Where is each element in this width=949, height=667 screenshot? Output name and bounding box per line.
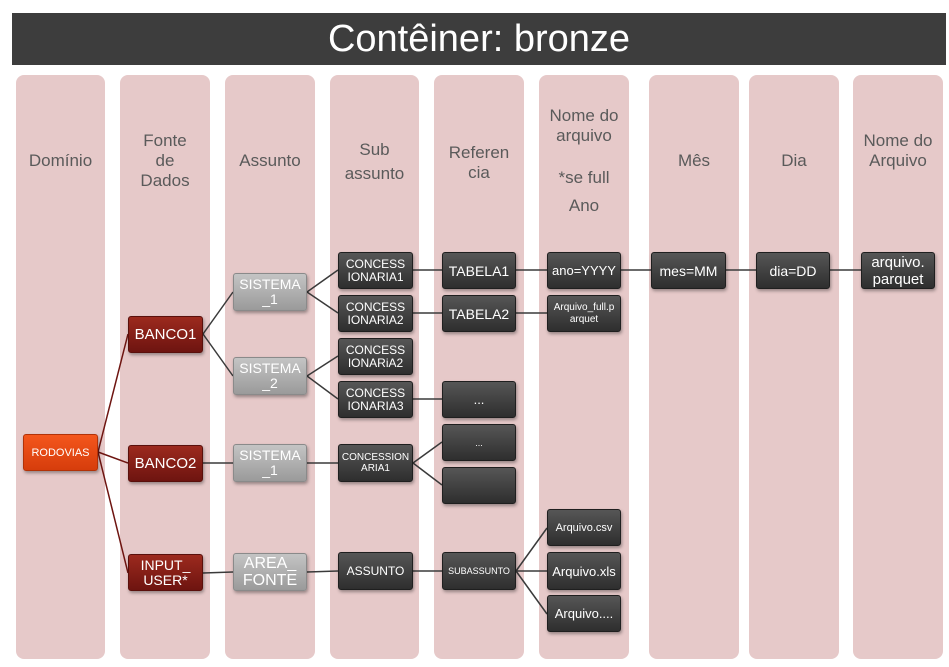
column-mes: Mês <box>649 75 739 659</box>
node-banco1: BANCO1 <box>128 316 203 353</box>
node-tabela2: TABELA2 <box>442 295 516 332</box>
connector <box>97 451 129 464</box>
connector <box>306 269 339 293</box>
node-ano: ano=YYYY <box>547 252 621 289</box>
connector <box>202 333 234 377</box>
column-dominio: Domínio <box>16 75 105 659</box>
column-header: Nome do arquivo <box>549 106 619 145</box>
connector <box>412 462 443 486</box>
node-dia: dia=DD <box>756 252 830 289</box>
node-concessionaria2: CONCESS IONARIA2 <box>338 295 413 332</box>
node-tabela1: TABELA1 <box>442 252 516 289</box>
column-header: Sub assunto <box>344 140 405 183</box>
node-subassunto: SUBASSUNTO <box>442 552 516 590</box>
column-header: Domínio <box>28 151 93 170</box>
node-concessionaria3: CONCESS IONARIA3 <box>338 381 413 418</box>
connector <box>306 291 339 314</box>
node-blank <box>442 467 516 504</box>
node-input-user: INPUT_ USER* <box>128 554 203 591</box>
node-concessionaria1-banco2: CONCESSION ARIA1 <box>338 444 413 482</box>
connector <box>306 570 339 573</box>
column-header: Nome do Arquivo <box>863 131 933 170</box>
node-concessionaria1: CONCESS IONARIA1 <box>338 252 413 289</box>
connector <box>97 451 129 574</box>
node-arquivo-ellipsis: Arquivo.... <box>547 595 621 632</box>
connector <box>412 441 443 464</box>
node-sistema-1-banco2: SISTEMA _1 <box>233 444 307 482</box>
connector <box>306 355 339 377</box>
node-arquivo-xls: Arquivo.xls <box>547 552 621 590</box>
connector <box>515 527 548 572</box>
full-note: *se full <box>558 168 610 187</box>
node-mes: mes=MM <box>651 252 726 289</box>
node-assunto: ASSUNTO <box>338 552 413 590</box>
column-dia: Dia <box>749 75 839 659</box>
column-header: Referen cia <box>448 143 510 182</box>
column-header: Dia <box>781 151 807 170</box>
node-arquivo-csv: Arquivo.csv <box>547 509 621 546</box>
column-nome-arquivo-final: Nome do Arquivo <box>853 75 943 659</box>
node-arquivo-full: Arquivo_full.p arquet <box>547 295 621 332</box>
page-title: Contêiner: bronze <box>327 17 631 60</box>
connector <box>306 375 339 400</box>
node-arquivo-parquet: arquivo. parquet <box>861 252 935 289</box>
node-banco2: BANCO2 <box>128 445 203 482</box>
column-header: Assunto <box>239 151 301 170</box>
connector <box>202 571 234 574</box>
node-ellipsis-small: ... <box>442 424 516 461</box>
column-header-extra: Ano <box>568 196 600 215</box>
node-sistema-1: SISTEMA _1 <box>233 273 307 311</box>
connector <box>202 291 234 335</box>
node-sistema-2: SISTEMA _2 <box>233 357 307 395</box>
title-bar: Contêiner: bronze <box>12 13 946 65</box>
connector <box>515 570 548 615</box>
column-header: Mês <box>677 151 711 170</box>
node-ellipsis-referencia: ... <box>442 381 516 418</box>
node-concessionaria2-sistema2: CONCESS IONARiA2 <box>338 338 413 375</box>
node-rodovias: RODOVIAS <box>23 434 98 471</box>
connector <box>97 333 129 453</box>
node-area-fonte: AREA_ FONTE <box>233 553 307 591</box>
column-header: Fonte de Dados <box>140 131 190 190</box>
